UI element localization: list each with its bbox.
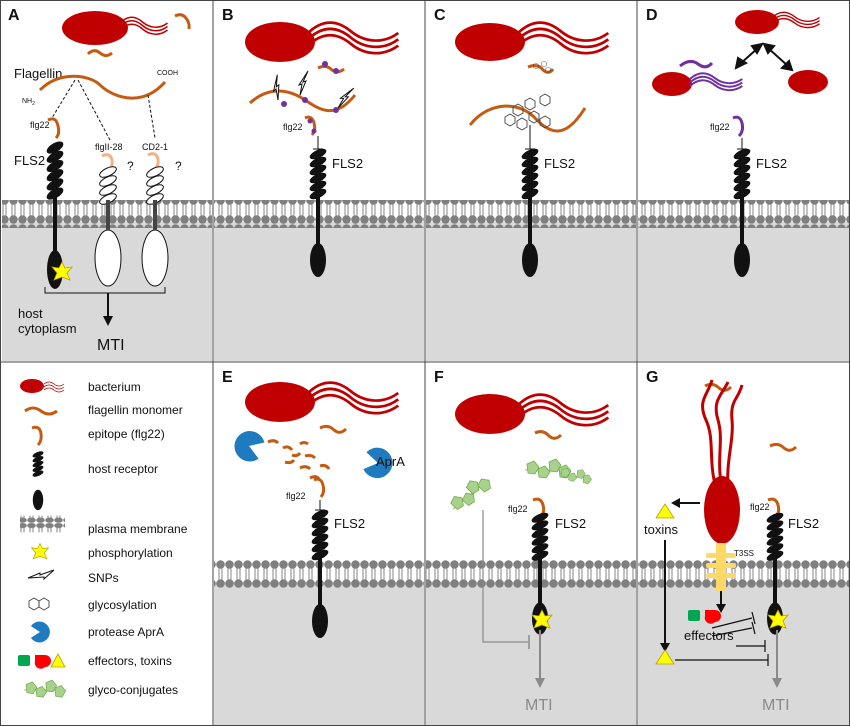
flg22-label-d: flg22 <box>710 122 730 132</box>
fls2-label: FLS2 <box>14 153 45 168</box>
glyco-conjugate-icon <box>23 679 66 698</box>
panel-d-letter: D <box>646 7 658 24</box>
svg-text:protease AprA: protease AprA <box>88 625 164 639</box>
svg-text:glycosylation: glycosylation <box>88 598 157 612</box>
plasma-membrane-icon <box>20 515 65 533</box>
question-mark-2: ? <box>175 159 182 173</box>
svg-text:phosphorylation: phosphorylation <box>88 546 173 560</box>
legend-flagellin: flagellin monomer <box>24 403 183 417</box>
t3ss-label: T3SS <box>734 549 754 558</box>
legend-effectors: effectors, toxins <box>18 653 172 669</box>
flg22-label-b: flg22 <box>283 122 303 132</box>
toxins-label: toxins <box>644 522 678 537</box>
svg-text:host receptor: host receptor <box>88 462 158 476</box>
svg-text:effectors, toxins: effectors, toxins <box>88 654 172 668</box>
panel-g: G T3SS effectors toxins flg22 <box>638 369 849 725</box>
cooh-label: COOH <box>157 70 178 77</box>
question-mark-1: ? <box>127 159 134 173</box>
panel-e: E AprA flg22 FLS2 <box>214 369 424 725</box>
panel-f-letter: F <box>434 369 444 386</box>
mti-label-g: MTI <box>762 697 790 714</box>
legend-protease: protease AprA <box>30 621 164 643</box>
phosphorylation-icon <box>31 543 49 560</box>
svg-text:flagellin monomer: flagellin monomer <box>88 403 183 417</box>
flagellin-label: Flagellin <box>14 66 62 81</box>
flgii28-label: flgII-28 <box>95 142 123 152</box>
cytoplasm-label: cytoplasm <box>18 321 77 336</box>
nh2-label: NH2 <box>22 98 35 107</box>
glycosylation-icon <box>28 597 50 611</box>
panel-g-letter: G <box>646 369 658 386</box>
legend-bacterium: bacterium <box>20 379 141 394</box>
flg22-label-f: flg22 <box>508 504 528 514</box>
panel-b-letter: B <box>222 7 234 24</box>
panel-d: D flg22 FLS2 <box>638 7 849 361</box>
panel-f: F flg22 FLS2 MTI <box>426 369 636 725</box>
flagellin-monomer-icon <box>24 406 58 416</box>
panel-e-letter: E <box>222 369 233 386</box>
mti-label: MTI <box>97 337 125 354</box>
panel-a-letter: A <box>8 7 20 24</box>
flagellin-monomer-icon <box>174 13 191 30</box>
fls2-label-f: FLS2 <box>555 516 586 531</box>
legend-phosphorylation: phosphorylation <box>31 543 173 560</box>
panel-c: C FLS2 <box>426 7 636 361</box>
bacterium-icon <box>62 11 128 45</box>
legend-glycosylation: glycosylation <box>28 597 157 612</box>
bacterium-icon <box>20 379 44 393</box>
flagellin-chain <box>38 74 167 100</box>
flg22-label-g: flg22 <box>750 502 770 512</box>
cd21-label: CD2-1 <box>142 142 168 152</box>
svg-text:epitope (flg22): epitope (flg22) <box>88 427 165 441</box>
apra-label: AprA <box>376 454 405 469</box>
flg22-label-e: flg22 <box>286 491 306 501</box>
snp-icon <box>27 569 55 581</box>
legend-receptor: host receptor <box>32 451 158 511</box>
panel-b: B flg22 FLS2 <box>214 7 424 361</box>
fls2-label-g: FLS2 <box>788 516 819 531</box>
flg22-label: flg22 <box>30 120 50 130</box>
svg-text:plasma membrane: plasma membrane <box>88 522 188 536</box>
legend: bacterium flagellin monomer epitope (flg… <box>18 379 188 698</box>
host-label: host <box>18 306 43 321</box>
legend-glyco-conjugate: glyco-conjugates <box>23 679 178 698</box>
epitope-icon <box>31 425 43 447</box>
effectors-label: effectors <box>684 628 734 643</box>
svg-text:bacterium: bacterium <box>88 380 141 394</box>
fls2-label-b: FLS2 <box>332 156 363 171</box>
mti-label-f: MTI <box>525 697 553 714</box>
svg-text:SNPs: SNPs <box>88 571 119 585</box>
panel-a: A Flagellin COOH NH2 flg22 flgII-28 CD2-… <box>2 7 212 361</box>
legend-snp: SNPs <box>27 569 119 585</box>
host-receptor-icon <box>32 451 44 511</box>
legend-epitope: epitope (flg22) <box>31 425 165 447</box>
protease-icon <box>30 621 50 643</box>
fls2-label-c: FLS2 <box>544 156 575 171</box>
fls2-label-e: FLS2 <box>334 516 365 531</box>
legend-membrane: plasma membrane <box>20 515 188 536</box>
panel-c-letter: C <box>434 7 446 24</box>
effectors-icon <box>18 653 66 669</box>
svg-text:glyco-conjugates: glyco-conjugates <box>88 683 178 697</box>
fls2-label-d: FLS2 <box>756 156 787 171</box>
